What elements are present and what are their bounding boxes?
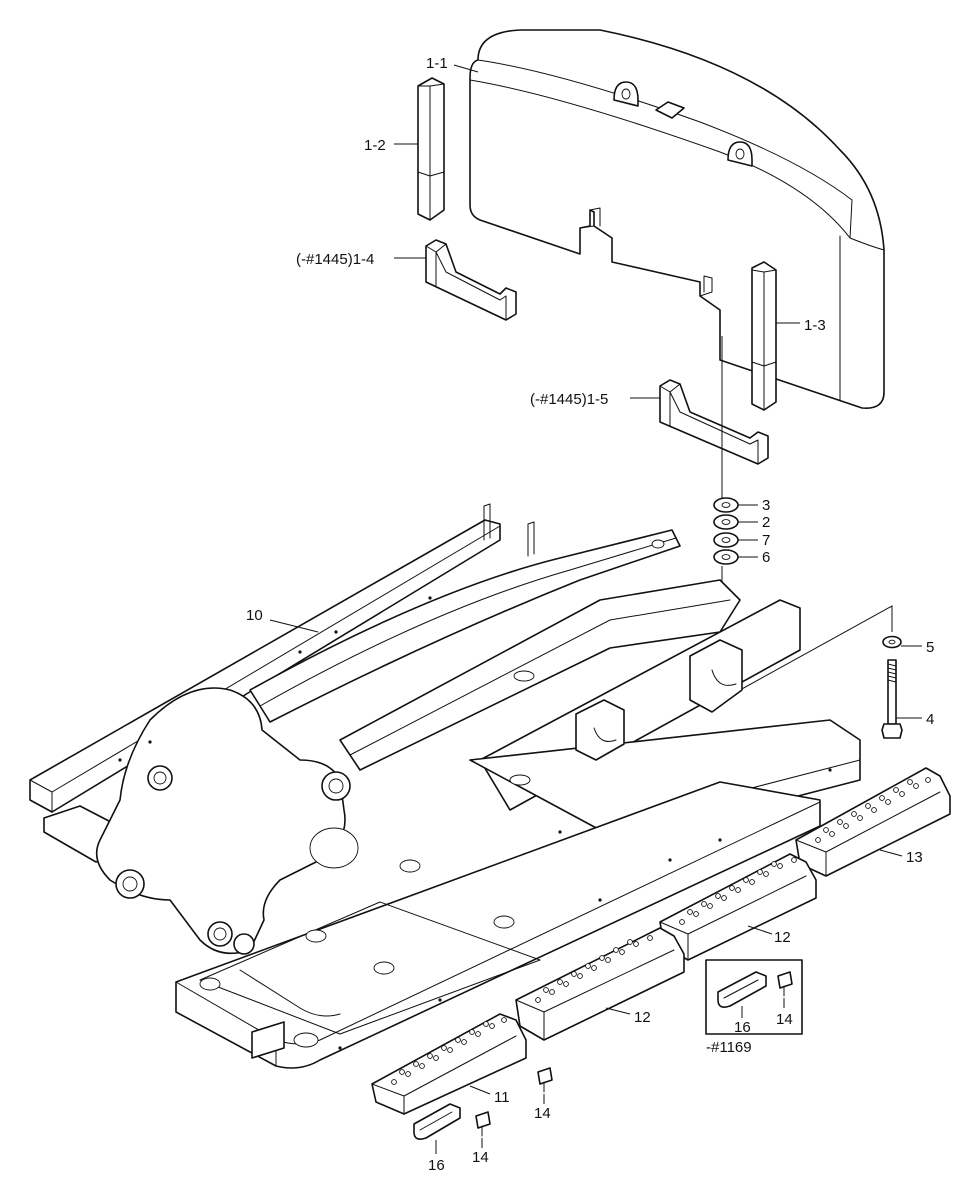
- callout-1-5: (-#1445)1-5: [530, 391, 608, 408]
- callout-7: 7: [762, 532, 770, 549]
- inset-detail-box: [705, 959, 803, 1035]
- washer-stack: [713, 497, 739, 565]
- spacer-part-1-5: [659, 379, 769, 465]
- callout-10: 10: [246, 607, 263, 624]
- callout-1-3: 1-3: [804, 317, 826, 334]
- callout-1-2: 1-2: [364, 137, 386, 154]
- callout-3: 3: [762, 497, 770, 514]
- handle-part-16-lower: [413, 1103, 461, 1140]
- handle-part-16-inset: [717, 971, 767, 1008]
- callout-14-lower: 14: [472, 1149, 489, 1166]
- counterweight-part-1-1: [469, 29, 885, 409]
- callout-13: 13: [906, 849, 923, 866]
- washer-part-6: [713, 549, 739, 565]
- bolt-part-14-lower: [475, 1111, 491, 1137]
- spacer-part-1-4: [425, 239, 517, 321]
- bolt-part-14-inset: [777, 971, 793, 997]
- callout-12-lower: 12: [634, 1009, 651, 1026]
- callout-11: 11: [494, 1089, 510, 1106]
- step-12-upper-holes: [679, 857, 797, 925]
- callout-1-4: (-#1445)1-4: [296, 251, 374, 268]
- callout-16-inset: 16: [734, 1019, 751, 1036]
- callout-serial-1169: -#1169: [706, 1039, 752, 1056]
- step-13-holes: [815, 777, 931, 843]
- step-12-lower-holes: [535, 935, 653, 1003]
- leader-lines: [269, 64, 922, 1154]
- step-11-holes: [391, 1017, 507, 1085]
- bolt-part-14-middle: [537, 1067, 553, 1093]
- callout-14-inset: 14: [776, 1011, 793, 1028]
- side-plate-part-1-3: [751, 261, 777, 411]
- callout-5: 5: [926, 639, 934, 656]
- bolt-part-4: [881, 659, 903, 739]
- callout-2: 2: [762, 514, 770, 531]
- callout-4: 4: [926, 711, 934, 728]
- washer-part-3: [713, 497, 739, 513]
- callout-14-middle: 14: [534, 1105, 551, 1122]
- step-plate-part-12-upper: [659, 853, 817, 961]
- step-plate-part-12-lower: [515, 927, 685, 1041]
- step-plate-part-11: [371, 1013, 527, 1115]
- washer-part-2: [713, 514, 739, 530]
- callout-16-lower: 16: [428, 1157, 445, 1174]
- washer-part-5: [882, 635, 902, 649]
- callout-12-upper: 12: [774, 929, 791, 946]
- side-plate-part-1-2: [417, 77, 445, 221]
- washer-part-7: [713, 532, 739, 548]
- callout-6: 6: [762, 549, 770, 566]
- upper-frame-part-10: [29, 503, 861, 1069]
- alignment-line-bolt: [739, 605, 893, 691]
- callout-1-1: 1-1: [426, 55, 448, 72]
